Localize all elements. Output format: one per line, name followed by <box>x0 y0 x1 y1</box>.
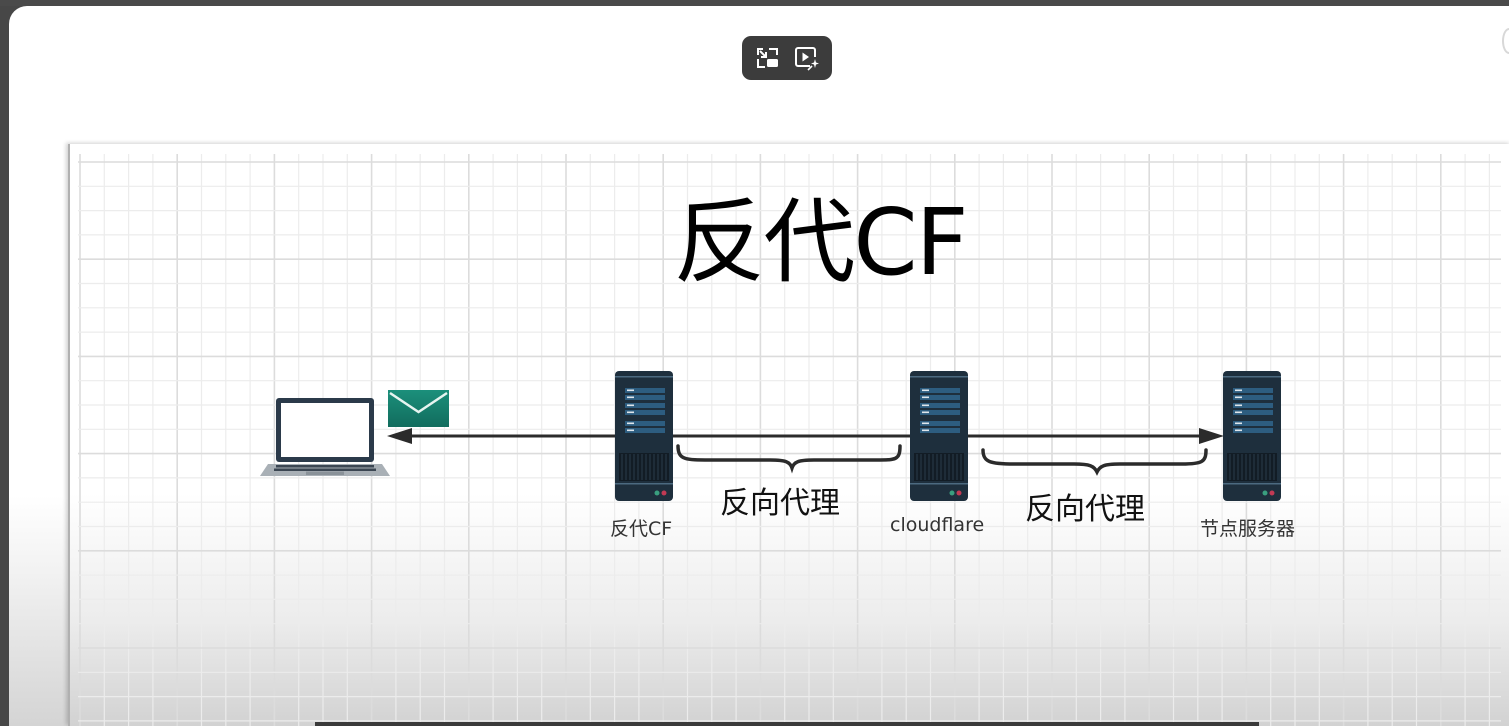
arrowhead-to-node-server-icon <box>1199 428 1224 444</box>
diagram-title: 反代CF <box>673 189 968 296</box>
brace-label-1: 反向代理 <box>720 486 840 521</box>
arrowhead-to-client-icon <box>387 428 412 444</box>
node-label-reverse-cf: 反代CF <box>610 518 673 540</box>
server-icon-cloudflare <box>909 370 969 502</box>
diagram-slide: 反代CF <box>68 144 1509 726</box>
exit-pip-button[interactable] <box>752 42 784 74</box>
brace-label-2: 反向代理 <box>1025 492 1145 527</box>
video-overlay-toolbar <box>742 36 832 80</box>
progress-bar-edge[interactable] <box>315 722 1259 726</box>
brace-icon <box>981 448 1208 476</box>
server-icon-node-server <box>1222 370 1282 502</box>
side-panel-handle[interactable] <box>1502 28 1509 54</box>
node-label-cloudflare: cloudflare <box>890 514 985 536</box>
brace-icon <box>676 444 902 474</box>
network-diagram <box>260 370 1282 502</box>
laptop-icon <box>260 398 390 476</box>
pip-exit-icon <box>756 48 778 68</box>
node-label-node-server: 节点服务器 <box>1200 518 1296 540</box>
envelope-icon <box>388 390 449 427</box>
server-icon-reverse-cf <box>614 370 674 502</box>
smart-video-button[interactable] <box>791 42 823 74</box>
video-sparkle-icon <box>794 47 819 71</box>
window-top-edge <box>0 0 1509 6</box>
